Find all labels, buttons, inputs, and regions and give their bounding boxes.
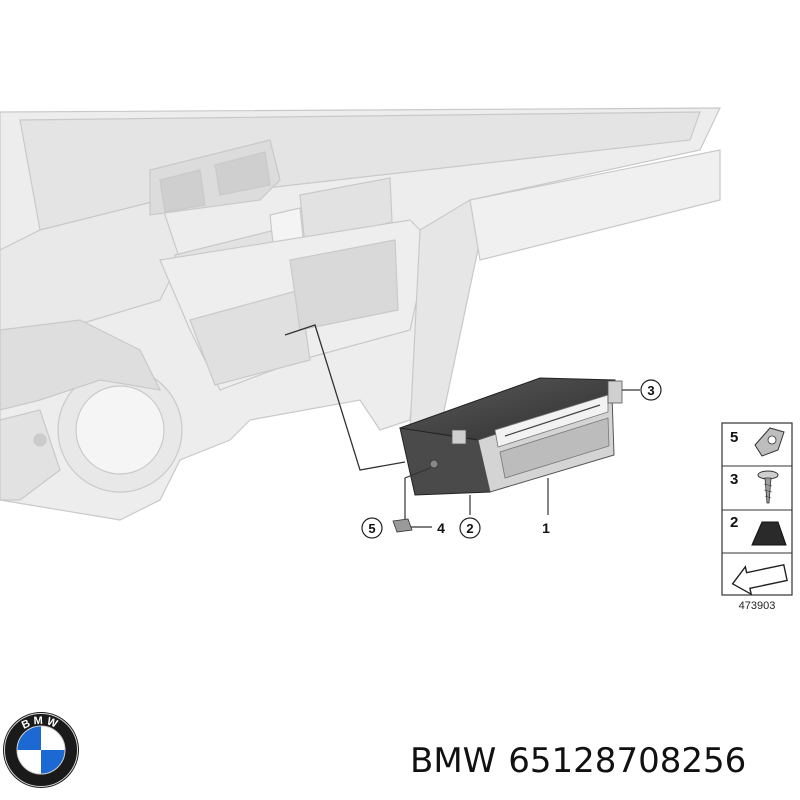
- legend-row-2-label: 3: [730, 471, 738, 488]
- legend-reference-number: 473903: [739, 600, 776, 612]
- bmw-logo: BMW: [3, 712, 79, 788]
- bmw-logo-lettering: BMW: [20, 715, 62, 732]
- callout-5-label: 5: [368, 521, 375, 536]
- caption-part-number: 65128708256: [508, 741, 747, 781]
- callout-1: 1: [542, 520, 550, 536]
- caption-brand: BMW: [410, 741, 497, 781]
- callout-3-label: 3: [647, 383, 654, 398]
- clip-nut-part: [392, 518, 413, 533]
- legend-row-1-label: 5: [730, 429, 738, 446]
- callout-1-label: 1: [542, 520, 550, 536]
- screw-icon: [757, 470, 779, 504]
- callout-leaders: [404, 389, 640, 528]
- callout-4-label: 4: [437, 520, 445, 536]
- callout-5: 5: [361, 517, 383, 539]
- clip-nut-icon: [754, 427, 785, 457]
- parts-legend: 5 3 2 473903: [721, 422, 793, 612]
- part-caption: BMW 65128708256: [410, 736, 792, 786]
- pad-icon: [751, 521, 787, 546]
- callout-3: 3: [640, 379, 662, 401]
- legend-row-3-label: 2: [730, 514, 738, 531]
- callout-2: 2: [459, 517, 481, 539]
- dashboard-illustration: [0, 107, 721, 521]
- arrow-icon: [731, 563, 788, 596]
- head-unit-illustration: [399, 377, 623, 496]
- leader-line-dash: [284, 324, 406, 471]
- callout-2-label: 2: [466, 521, 473, 536]
- callout-4: 4: [437, 520, 445, 536]
